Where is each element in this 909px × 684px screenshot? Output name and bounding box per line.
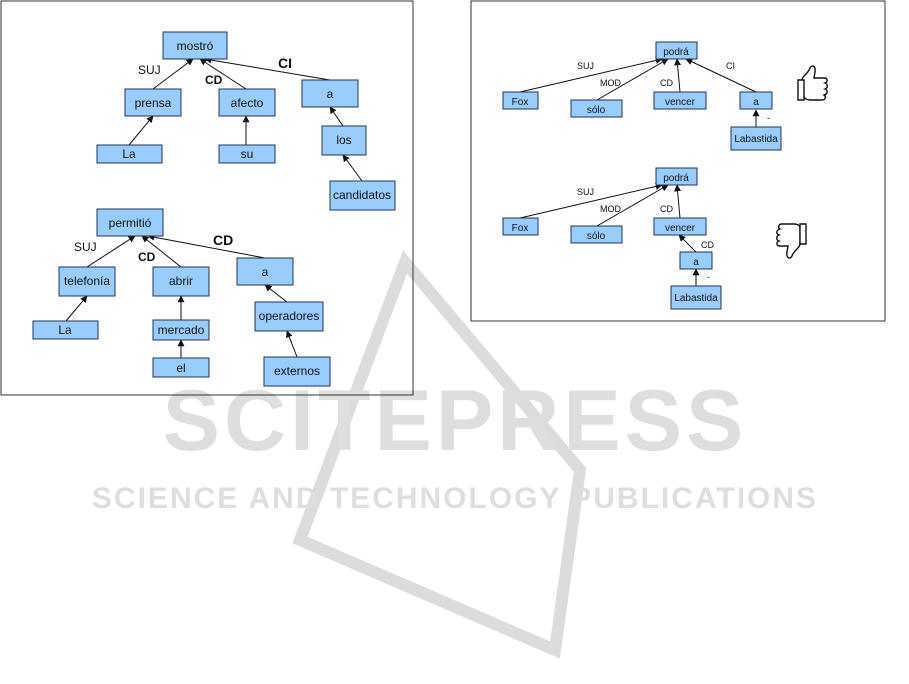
node-a: a (302, 80, 358, 107)
rel-label-dash: - (767, 113, 770, 123)
node-prensa: prensa (125, 89, 181, 116)
node-a: a (680, 252, 712, 269)
node-la: La (97, 145, 162, 163)
svg-text:a: a (262, 265, 269, 279)
rel-label-cd-a: CD (213, 232, 233, 248)
svg-text:abrir: abrir (169, 274, 193, 288)
svg-text:el: el (176, 361, 185, 375)
svg-text:mostró: mostró (177, 39, 214, 53)
node-vencer: vencer (654, 92, 706, 109)
node-telefonia: telefonía (59, 267, 115, 296)
node-los: los (322, 126, 366, 155)
svg-text:a: a (693, 257, 699, 268)
node-podra: podrá (656, 168, 697, 185)
rel-label-suj: SUJ (138, 63, 161, 77)
rel-label-dash: - (707, 272, 710, 282)
node-fox: Fox (503, 218, 538, 235)
node-podra: podrá (656, 42, 697, 59)
node-externos: externos (264, 357, 330, 386)
svg-text:afecto: afecto (231, 96, 264, 110)
svg-text:prensa: prensa (135, 96, 172, 110)
rel-label-mod: MOD (600, 78, 621, 88)
svg-text:podrá: podrá (663, 173, 689, 184)
node-permitio: permitió (97, 209, 163, 236)
svg-text:Fox: Fox (512, 223, 529, 234)
watermark-subtitle: SCIENCE AND TECHNOLOGY PUBLICATIONS (92, 482, 818, 515)
svg-text:externos: externos (274, 364, 320, 378)
rel-label-ci: CI (278, 55, 292, 71)
svg-text:sólo: sólo (587, 231, 606, 242)
node-labastida: Labastida (731, 127, 781, 150)
rel-label-suj: SUJ (74, 240, 97, 254)
rel-label-cd: CD (660, 78, 673, 88)
svg-text:mercado: mercado (158, 323, 205, 337)
svg-text:telefonía: telefonía (64, 274, 110, 288)
rel-label-mod: MOD (600, 204, 621, 214)
rel-label-suj: SUJ (577, 61, 594, 71)
rel-label-cd: CD (138, 250, 156, 264)
node-su: su (219, 145, 275, 163)
svg-text:vencer: vencer (665, 223, 696, 234)
node-candidatos: candidatos (330, 181, 395, 210)
svg-text:su: su (241, 147, 254, 161)
svg-text:a: a (327, 87, 334, 101)
node-mostro: mostró (163, 32, 227, 59)
node-vencer: vencer (654, 218, 706, 235)
rel-label-suj: SUJ (577, 187, 594, 197)
node-la: La (33, 321, 98, 339)
node-mercado: mercado (153, 320, 209, 340)
svg-text:permitió: permitió (109, 216, 152, 230)
svg-text:Labastida: Labastida (674, 293, 718, 304)
node-operadores: operadores (255, 302, 323, 331)
node-abrir: abrir (153, 267, 209, 296)
svg-text:candidatos: candidatos (333, 188, 391, 202)
node-fox: Fox (503, 92, 538, 109)
svg-text:podrá: podrá (663, 47, 689, 58)
rel-label-ci: CI (726, 61, 735, 71)
node-solo: sólo (571, 100, 622, 117)
svg-text:los: los (336, 133, 351, 147)
svg-text:vencer: vencer (665, 97, 696, 108)
svg-text:La: La (58, 323, 72, 337)
svg-text:La: La (122, 147, 136, 161)
svg-text:sólo: sólo (587, 105, 606, 116)
svg-text:a: a (753, 97, 759, 108)
svg-text:Labastida: Labastida (734, 134, 778, 145)
rel-label-cd: CD (205, 73, 223, 87)
rel-label-cd-a: CD (701, 240, 714, 250)
node-a: a (237, 258, 293, 285)
svg-text:operadores: operadores (259, 309, 320, 323)
svg-text:Fox: Fox (512, 97, 529, 108)
node-afecto: afecto (219, 89, 275, 116)
rel-label-cd: CD (660, 204, 673, 214)
node-a: a (740, 92, 772, 109)
node-labastida: Labastida (671, 286, 721, 309)
node-solo: sólo (571, 226, 622, 243)
node-el: el (153, 358, 209, 377)
